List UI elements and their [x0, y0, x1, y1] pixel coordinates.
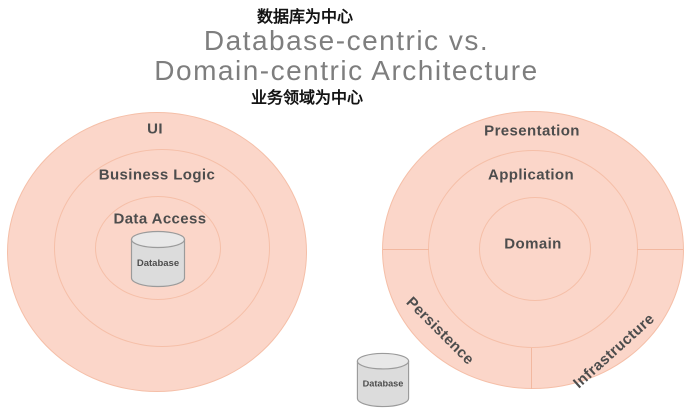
subtitle-chinese-bottom: 业务领域为中心 [250, 88, 363, 107]
database-cylinder-label: Database [363, 379, 404, 389]
sector-divider-left [383, 249, 429, 250]
title-line-2: Domain-centric Architecture [154, 55, 539, 86]
ring-domain [479, 197, 591, 301]
sector-divider-bottom [531, 348, 532, 389]
label-ui: UI [147, 120, 163, 138]
database-cylinder-label: Database [137, 258, 179, 269]
label-application: Application [487, 166, 575, 184]
subtitle-chinese-top: 数据库为中心 [256, 7, 353, 26]
main-title: Database-centric vs. Domain-centric Arch… [0, 26, 693, 86]
label-presentation: Presentation [484, 122, 580, 140]
database-cylinder-icon: Database [130, 230, 186, 288]
label-data-access: Data Access [113, 210, 207, 228]
title-line-1: Database-centric vs. [203, 25, 490, 56]
label-business-logic: Business Logic [98, 166, 216, 184]
sector-divider-right [637, 249, 683, 250]
label-domain: Domain [504, 235, 562, 253]
database-cylinder-icon: Database [356, 352, 410, 408]
